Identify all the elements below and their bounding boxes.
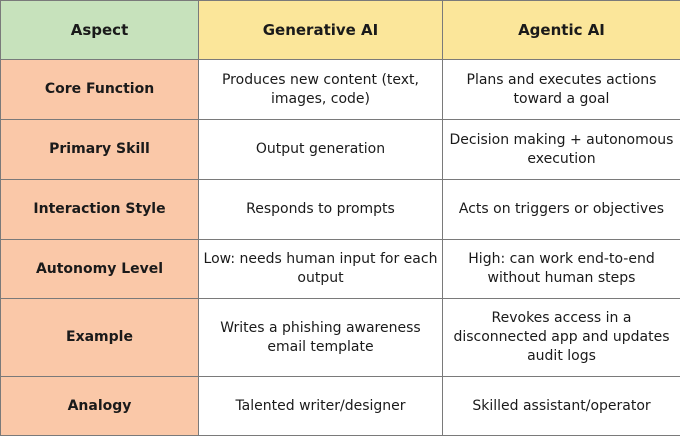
row-label: Example	[1, 299, 199, 377]
generative-cell: Writes a phishing awareness email templa…	[199, 299, 443, 377]
header-aspect: Aspect	[1, 1, 199, 60]
agentic-cell: Skilled assistant/operator	[443, 377, 680, 436]
generative-cell: Output generation	[199, 120, 443, 180]
row-label: Analogy	[1, 377, 199, 436]
table-row: Autonomy Level Low: needs human input fo…	[1, 240, 680, 299]
row-label: Core Function	[1, 60, 199, 120]
header-agentic-ai: Agentic AI	[443, 1, 680, 60]
agentic-cell: Acts on triggers or objectives	[443, 180, 680, 240]
generative-cell: Low: needs human input for each output	[199, 240, 443, 299]
generative-cell: Produces new content (text, images, code…	[199, 60, 443, 120]
agentic-cell: Revokes access in a disconnected app and…	[443, 299, 680, 377]
table-row: Core Function Produces new content (text…	[1, 60, 680, 120]
row-label: Autonomy Level	[1, 240, 199, 299]
header-generative-ai: Generative AI	[199, 1, 443, 60]
generative-cell: Talented writer/designer	[199, 377, 443, 436]
agentic-cell: High: can work end-to-end without human …	[443, 240, 680, 299]
table-row: Primary Skill Output generation Decision…	[1, 120, 680, 180]
generative-cell: Responds to prompts	[199, 180, 443, 240]
header-row: Aspect Generative AI Agentic AI	[1, 1, 680, 60]
row-label: Interaction Style	[1, 180, 199, 240]
table-row: Example Writes a phishing awareness emai…	[1, 299, 680, 377]
agentic-cell: Plans and executes actions toward a goal	[443, 60, 680, 120]
row-label: Primary Skill	[1, 120, 199, 180]
table-row: Interaction Style Responds to prompts Ac…	[1, 180, 680, 240]
table-row: Analogy Talented writer/designer Skilled…	[1, 377, 680, 436]
agentic-cell: Decision making + autonomous execution	[443, 120, 680, 180]
